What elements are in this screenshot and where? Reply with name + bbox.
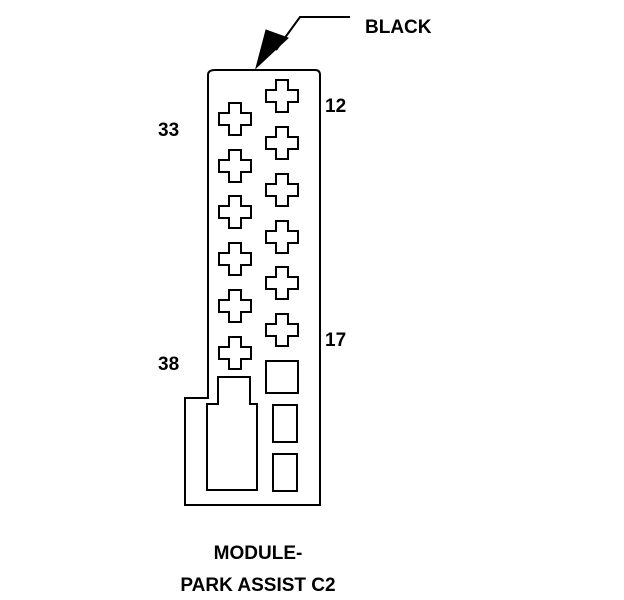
pin-label-38: 38	[158, 354, 179, 375]
pin-label-12: 12	[325, 96, 346, 117]
pin-cavity	[265, 126, 299, 160]
pin-cavity	[265, 220, 299, 254]
pin-cavity	[265, 173, 299, 207]
pin-cavity	[218, 102, 252, 136]
pin-cavity	[218, 242, 252, 276]
color-callout-arrow	[255, 16, 350, 70]
pin-cavity	[218, 289, 252, 323]
pin-cavity	[265, 266, 299, 300]
pin-label-17: 17	[325, 330, 346, 351]
color-label: BLACK	[365, 17, 432, 38]
square-cavity	[265, 360, 299, 394]
pin-cavity	[265, 313, 299, 347]
pin-cavity	[218, 195, 252, 229]
rect-cavity-upper	[272, 404, 298, 443]
pin-cavity	[218, 336, 252, 370]
rect-cavity-lower	[272, 453, 298, 492]
pin-cavities	[218, 79, 299, 370]
latch-cavity	[206, 376, 258, 491]
pin-cavity	[265, 79, 299, 113]
pin-cavity	[218, 149, 252, 183]
pin-label-33: 33	[158, 120, 179, 141]
caption-line-2: PARK ASSIST C2	[180, 575, 335, 596]
caption-line-1: MODULE-	[214, 543, 303, 564]
